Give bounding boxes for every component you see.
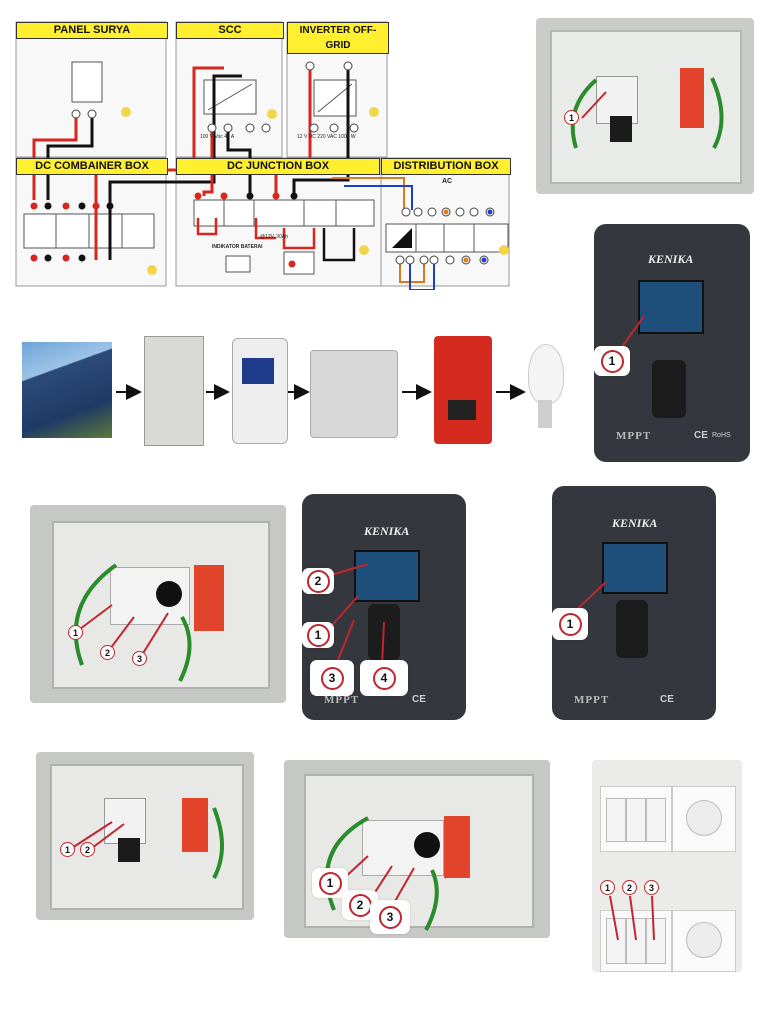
combiner-box-photo-1: 1	[536, 18, 754, 194]
callout-2: 2	[100, 645, 115, 660]
callout-1: 1	[68, 625, 83, 640]
scc-brand: KENIKA	[648, 252, 694, 266]
wall-switch-photo: 1 2 3	[592, 760, 742, 972]
bulb-icon	[528, 344, 564, 404]
wiring-schematic: PANEL SURYA SCC INVERTER OFF-GRID DC COM…	[14, 20, 522, 290]
system-flow	[20, 336, 580, 446]
scc-model: MPPT	[574, 694, 610, 706]
ce-mark: CE	[412, 694, 426, 705]
ce-mark: CE	[694, 430, 708, 441]
distribution-header: DISTRIBUTION BOX	[381, 158, 511, 175]
scc-header: SCC	[176, 22, 284, 39]
inverter-header: INVERTER OFF-GRID	[287, 22, 389, 54]
callout-1: 1	[60, 842, 75, 857]
ac-label: AC	[442, 178, 453, 185]
combiner-box-photo-2: 1 2 3	[30, 505, 286, 703]
dc-combainer-header: DC COMBAINER BOX	[16, 158, 168, 175]
callout-2: 2	[306, 569, 330, 593]
scc-photo-3: KENIKA MPPT CE 1	[552, 486, 716, 720]
callout-box-1: 1	[552, 608, 588, 640]
callout-1: 1	[306, 623, 330, 647]
callout-1: 1	[558, 612, 582, 636]
callout-2: 2	[348, 893, 372, 917]
combiner-box-photo-4: 1 2 3	[284, 760, 550, 938]
dc-junction-header: DC JUNCTION BOX	[176, 158, 380, 175]
callout-box-3: 3	[310, 660, 354, 696]
battery-indicator-label: INDIKATOR BATERAI	[212, 244, 263, 250]
scc-model: MPPT	[324, 694, 360, 706]
combiner-box-icon	[144, 336, 204, 446]
callout-3: 3	[378, 905, 402, 929]
flow-arrows	[116, 384, 526, 400]
scc-spec: 100 V Voc 40 A	[200, 134, 235, 140]
callout-2: 2	[622, 880, 637, 895]
inverter-spec: 12 V DC 220 VAC 1000 W	[297, 134, 356, 140]
callout-box-1: 1	[302, 622, 334, 648]
scc-icon	[232, 338, 288, 444]
battery-spec: @12V, 30Ah	[260, 234, 288, 240]
callout-4: 4	[372, 666, 396, 690]
callout-3: 3	[644, 880, 659, 895]
schematic-drawing	[15, 21, 510, 290]
scc-model: MPPT	[616, 430, 652, 442]
solar-panel-photo	[22, 342, 112, 438]
callout-1: 1	[600, 349, 624, 373]
callout-1: 1	[318, 871, 342, 895]
scc-brand: KENIKA	[612, 516, 658, 530]
callout-1: 1	[600, 880, 615, 895]
callout-box-4: 4	[360, 660, 408, 696]
callout-box-1: 1	[312, 868, 348, 898]
scc-photo-2: KENIKA MPPT CE 2 1 3 4	[302, 494, 466, 720]
inverter-icon	[434, 336, 492, 444]
callout-box-1: 1	[594, 346, 630, 376]
scc-photo-1: KENIKA MPPT CE RoHS 1	[594, 224, 750, 462]
callout-box-3: 3	[370, 900, 410, 934]
combiner-box-photo-3: 1 2	[36, 752, 254, 920]
callout-box-2: 2	[302, 568, 334, 594]
rohs-mark: RoHS	[712, 432, 731, 439]
callout-2: 2	[80, 842, 95, 857]
battery-icon	[310, 350, 398, 438]
callout-1: 1	[564, 110, 579, 125]
callout-3: 3	[132, 651, 147, 666]
ce-mark: CE	[660, 694, 674, 705]
scc-brand: KENIKA	[364, 524, 410, 538]
panel-surya-header: PANEL SURYA	[16, 22, 168, 39]
callout-3: 3	[320, 666, 344, 690]
